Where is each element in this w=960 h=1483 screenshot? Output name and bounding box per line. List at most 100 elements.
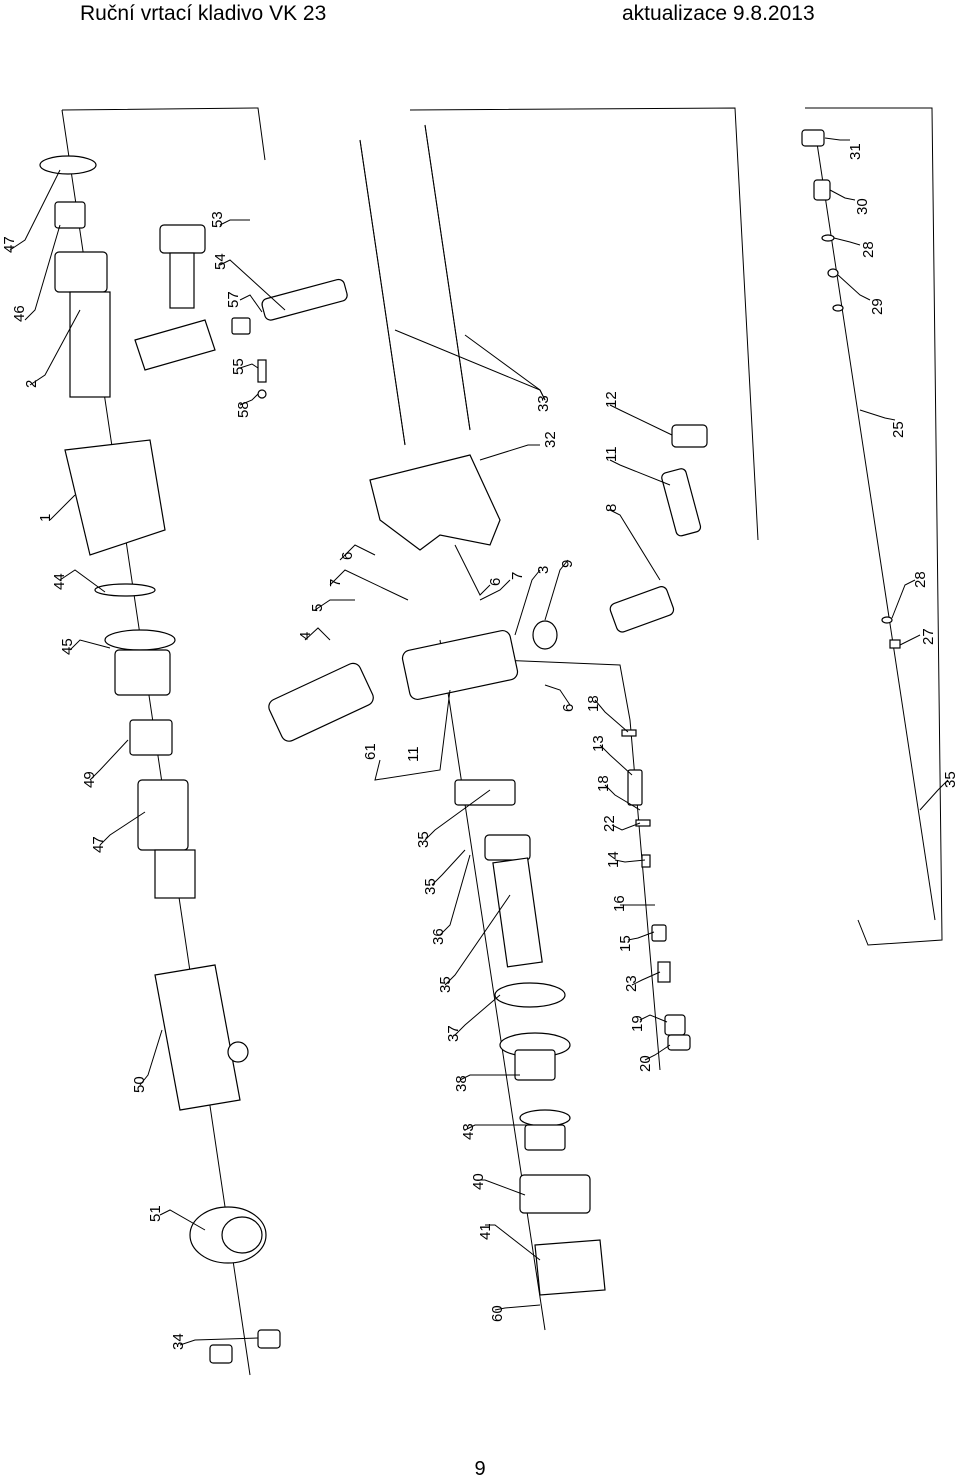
part-54-pin	[261, 278, 348, 321]
leader-58	[239, 393, 259, 406]
leader-47	[9, 169, 61, 251]
part-2-collar	[54, 251, 108, 293]
part-38-hub	[484, 834, 531, 861]
leader-20	[644, 1044, 671, 1061]
callout-label: 9	[559, 560, 576, 568]
part-50-bushing	[129, 719, 173, 756]
part-41-cylinder	[519, 1174, 591, 1214]
leader-36	[424, 789, 491, 841]
callout-label: 53	[209, 211, 226, 228]
callout-label: 3	[535, 566, 552, 574]
part-36-blocks	[454, 779, 516, 806]
leader-2	[29, 309, 81, 386]
part-28-washer	[821, 234, 835, 242]
part-15-pin	[641, 854, 651, 868]
part-43-ring	[519, 1109, 571, 1127]
part-20-plug	[667, 1034, 691, 1051]
callout-label: 35	[942, 771, 959, 788]
callout-label: 13	[590, 735, 607, 752]
part-49-neck	[154, 849, 196, 899]
callout-label: 41	[477, 1223, 494, 1240]
leader-33-a	[394, 329, 546, 401]
part-33-rod-b	[424, 124, 471, 431]
axis-left-bracket	[61, 107, 266, 161]
leader-38	[439, 854, 471, 936]
part-33-rod-a	[359, 139, 406, 446]
part-51-barrel	[154, 964, 241, 1111]
leader-31	[824, 137, 850, 141]
document-title: Ruční vrtací kladivo VK 23	[80, 2, 327, 25]
leader-25	[859, 409, 896, 421]
leader-53	[219, 219, 250, 226]
part-45-ring	[94, 583, 156, 597]
axis-middle	[439, 639, 546, 1331]
part-34-nut-a	[209, 1344, 233, 1364]
part-8-elbow	[609, 586, 675, 633]
part-28-ring	[881, 616, 893, 624]
part-9-ring	[532, 620, 558, 650]
callout-label: 35	[415, 831, 432, 848]
leader-28	[891, 579, 916, 619]
leader-23	[631, 971, 661, 986]
leader-44	[24, 224, 61, 321]
part-27-fitting	[889, 639, 901, 649]
callout-label: 11	[405, 746, 422, 762]
callout-label: 34	[170, 1333, 187, 1350]
part-3-valve-body	[401, 629, 519, 701]
leader-35	[444, 894, 511, 986]
leader-54	[219, 259, 286, 311]
callout-label: 25	[890, 421, 907, 438]
callout-label: 1	[37, 514, 54, 522]
part-39-disc	[494, 982, 566, 1008]
callout-label: 32	[542, 431, 559, 448]
callout-label: 28	[860, 241, 877, 258]
axis-right	[814, 129, 936, 921]
leader-6-a	[339, 544, 376, 561]
part-42-cap	[534, 1239, 606, 1296]
small-parts	[621, 729, 691, 1051]
part-29-ring-a	[827, 268, 839, 278]
leader-30	[829, 189, 856, 201]
leader-6-b	[454, 544, 491, 596]
callout-label: 33	[535, 395, 552, 412]
leader-43	[464, 1124, 530, 1131]
leader-6-c	[544, 684, 571, 706]
leader-22	[611, 822, 641, 831]
callout-labels: 47 46 2 1 44 45 49 47 50 51 34 53 54 57 …	[1, 143, 959, 1350]
leader-9	[544, 559, 569, 621]
part-16-valve	[651, 924, 667, 942]
leader-16	[627, 931, 655, 941]
part-23-spring	[657, 961, 671, 983]
part-57-plug	[231, 317, 251, 335]
revision-date: aktualizace 9.8.2013	[622, 2, 815, 25]
callout-label: 29	[869, 298, 886, 315]
part-43-body	[524, 1124, 566, 1151]
callout-label: 46	[11, 305, 28, 322]
leader-5	[314, 599, 355, 611]
callout-label: 23	[623, 975, 640, 992]
callout-label: 22	[601, 815, 618, 832]
left-column-parts	[39, 155, 281, 1364]
leader-12	[609, 459, 671, 486]
callout-label: 60	[489, 1305, 506, 1322]
leader-28-top	[833, 237, 861, 246]
leader-3	[514, 569, 541, 636]
page-number: 9	[474, 1458, 486, 1480]
leader-60	[494, 1304, 541, 1311]
part-13-nut	[671, 424, 708, 448]
part-35-shaft	[492, 857, 543, 968]
connector-parts	[134, 224, 348, 399]
callout-label: 6	[487, 578, 504, 586]
leader-15	[614, 859, 646, 863]
part-46-body	[114, 649, 171, 696]
part-40-body	[514, 1049, 556, 1081]
leader-8	[609, 509, 661, 581]
callout-label: 19	[629, 1015, 646, 1032]
leader-7-a	[329, 569, 409, 601]
part-47-ring	[39, 155, 97, 175]
leader-18-b	[604, 784, 641, 811]
callout-label: 28	[912, 571, 929, 588]
handle-bracket	[409, 107, 759, 541]
leader-1	[49, 494, 76, 521]
